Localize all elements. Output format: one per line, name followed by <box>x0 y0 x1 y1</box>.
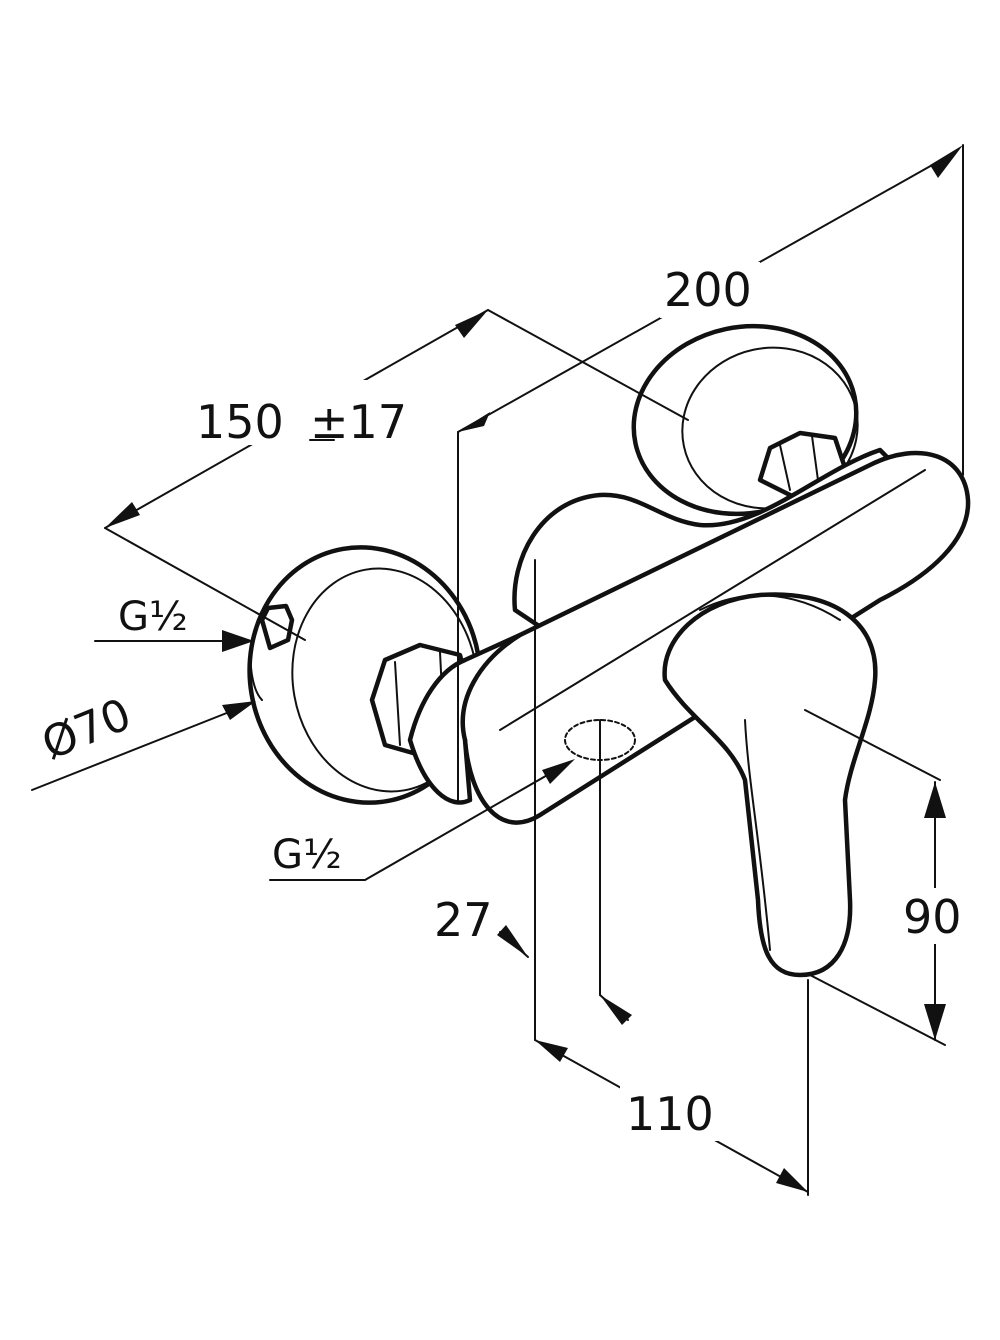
dimension-labels: 200 150 ±17 G½ Ø70 G½ 27 110 90 <box>35 263 962 1141</box>
dim-110 <box>534 979 809 1196</box>
label-g-inlet: G½ <box>118 594 188 640</box>
dim-27 <box>497 559 632 1041</box>
label-27: 27 <box>434 893 493 947</box>
dim-150 <box>104 309 689 641</box>
label-200: 200 <box>664 263 752 317</box>
label-150: 150 <box>196 395 284 449</box>
dimension-lines <box>31 144 968 1196</box>
dim-200 <box>457 144 964 801</box>
label-110: 110 <box>626 1087 714 1141</box>
dim-90 <box>804 709 968 1046</box>
dim-diameter-70 <box>31 701 256 791</box>
label-diameter-70: Ø70 <box>35 689 138 770</box>
lever-handle <box>662 592 878 978</box>
mixer-body <box>247 323 971 978</box>
label-tolerance: ±17 <box>310 395 407 449</box>
label-g-outlet: G½ <box>272 832 342 878</box>
dim-g-inlet <box>94 630 254 652</box>
label-90: 90 <box>903 890 962 944</box>
body-left-connector <box>407 632 523 805</box>
